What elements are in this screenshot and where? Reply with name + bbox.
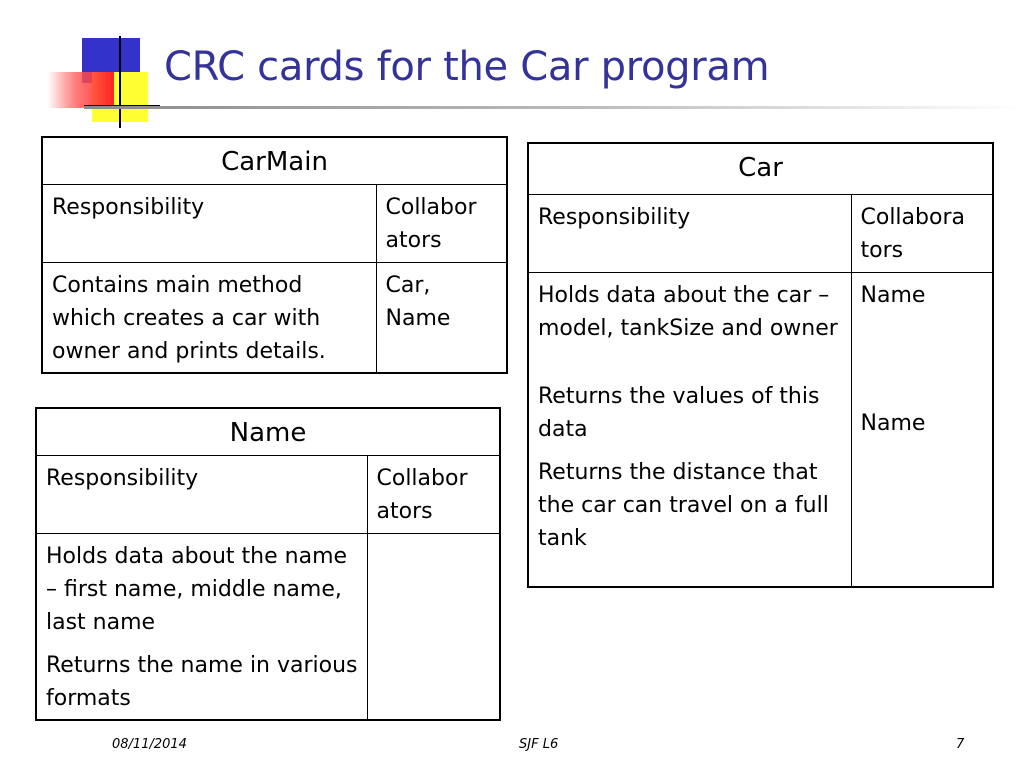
responsibility-text: Contains main method which creates a car… (52, 273, 326, 364)
responsibility-header: Responsibility (41, 184, 377, 263)
crc-card-car: Car Responsibility Collabora tors Holds … (527, 142, 994, 588)
responsibility-cell: Holds data about the car – model, tankSi… (527, 272, 852, 588)
card-name: Name (35, 407, 501, 456)
title-underline (84, 106, 1024, 109)
footer-page-number: 7 (956, 737, 965, 752)
collaborators-header: Collabor ators (366, 455, 501, 534)
responsibility-text: Returns the distance that the car can tr… (538, 460, 829, 552)
collaborators-cell: Name Name (850, 272, 994, 588)
responsibility-text: Returns the name in various formats (46, 653, 358, 711)
responsibility-cell: Contains main method which creates a car… (41, 262, 377, 374)
crc-card-name: Name Responsibility Collabor ators Holds… (35, 407, 501, 721)
responsibility-cell: Holds data about the name – first name, … (35, 533, 368, 721)
responsibility-text: Holds data about the car – model, tankSi… (538, 283, 838, 342)
collaborator-text: Name (860, 411, 926, 437)
responsibility-header: Responsibility (35, 455, 368, 534)
collaborators-header: Collabora tors (850, 194, 994, 274)
card-name: Car (527, 142, 994, 196)
collaborators-cell (366, 533, 501, 721)
footer-date: 08/11/2014 (112, 737, 187, 752)
crc-card-carmain: CarMain Responsibility Collabor ators Co… (41, 136, 508, 374)
collaborator-text: Car, Name (385, 273, 451, 331)
card-name: CarMain (41, 136, 508, 185)
responsibility-text: Returns the values of this data (538, 384, 820, 443)
collaborators-cell: Car, Name (375, 262, 508, 374)
responsibility-header: Responsibility (527, 194, 852, 274)
responsibility-text: Holds data about the name – first name, … (46, 544, 348, 635)
collaborator-text: Name (860, 283, 926, 309)
footer-course: SJF L6 (519, 737, 559, 752)
slide-title: CRC cards for the Car program (164, 44, 770, 90)
slide-logo-decoration (48, 36, 160, 128)
collaborators-header: Collabor ators (375, 184, 508, 263)
